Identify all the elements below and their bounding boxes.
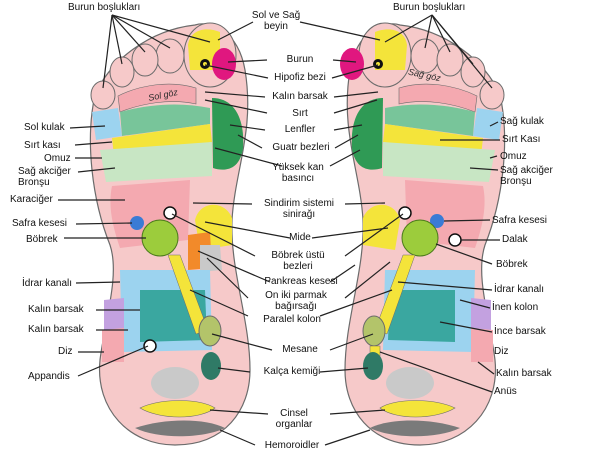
label-on-iki-parmak: On iki parmak bağırsağı — [265, 290, 327, 312]
label-pankreas-kesesi: Pankreas kesesi — [264, 276, 338, 287]
label-lenfler: Lenfler — [284, 124, 316, 135]
label-bobrek-ustu-bezleri: Böbrek üstü bezleri — [271, 250, 325, 272]
left-duodenum-zone — [200, 245, 222, 272]
left-toe-2 — [155, 38, 185, 74]
label-cinsel-organlar: Cinsel organlar — [275, 408, 313, 430]
left-toe-3 — [131, 43, 159, 77]
label-mide: Mide — [289, 232, 311, 243]
left-ear-zone — [92, 108, 122, 140]
label-diz-left: Diz — [58, 346, 73, 357]
right-spleen — [448, 233, 462, 247]
label-idrar-kanali-right: İdrar kanalı — [494, 284, 545, 295]
left-thyroid-zone — [212, 98, 244, 170]
label-mesane: Mesane — [282, 344, 318, 355]
left-nose-magenta — [212, 48, 236, 80]
left-adrenal — [163, 206, 177, 220]
label-kalin-barsak-right: Kalın barsak — [496, 368, 552, 379]
label-omuz-right: Omuz — [500, 151, 527, 162]
label-hipofiz-bezi: Hipofiz bezi — [274, 72, 326, 83]
label-kalca-kemigi: Kalça kemiği — [263, 366, 321, 377]
label-sirt-kasi-left: Sırt kası — [24, 140, 61, 151]
label-sol-kulak: Sol kulak — [24, 122, 65, 133]
label-sol-ve-sag-beyin: Sol ve Sağ beyin — [251, 10, 301, 32]
right-ear-zone — [473, 108, 503, 140]
left-bladder — [198, 315, 222, 347]
label-kalin-barsak-left1: Kalın barsak — [28, 304, 84, 315]
label-appandis: Appandis — [28, 371, 70, 382]
right-adrenal — [398, 206, 412, 220]
label-dalak: Dalak — [502, 234, 528, 245]
right-genital-zone — [379, 400, 456, 418]
left-upper-green — [120, 104, 210, 136]
right-knee-zone — [471, 328, 493, 362]
right-toe-4 — [460, 56, 486, 88]
label-safra-kesesi-right: Safra kesesi — [492, 215, 548, 226]
left-foot — [89, 22, 251, 446]
label-sag-akciger-right: Sağ akciğer Bronşu — [500, 165, 553, 187]
label-sindirim-sistemi: Sindirim sistemi sinirağı — [263, 198, 334, 220]
label-guatr-bezleri: Guatr bezleri — [272, 142, 330, 153]
right-stomach-zone — [363, 204, 400, 250]
label-paralel-kolon: Paralel kolon — [263, 314, 321, 325]
right-gallbladder — [430, 214, 444, 228]
label-sirt: Sırt — [292, 108, 308, 119]
leader-lines — [58, 14, 500, 446]
left-kidney — [141, 219, 179, 257]
left-gallbladder — [130, 216, 144, 230]
left-toe-5 — [90, 80, 116, 110]
left-hip — [201, 352, 221, 380]
label-burun-bosluklari-left: Burun boşlukları — [68, 2, 141, 13]
left-eye-band — [117, 83, 197, 113]
right-toe-3 — [436, 43, 464, 77]
right-bladder — [362, 315, 386, 347]
label-sag-akciger-left: Sağ akciğer Bronşu — [18, 166, 71, 188]
left-heel-grey — [151, 367, 199, 399]
label-diz-right: Diz — [494, 346, 509, 357]
label-yuksek-kan-basinci: Yüksek kan basıncı — [272, 162, 324, 184]
right-heel-grey — [386, 367, 434, 399]
right-upper-green — [385, 104, 475, 136]
label-karaciger: Karaciğer — [10, 194, 53, 205]
label-burun: Burun — [286, 54, 314, 65]
right-eye-band — [398, 83, 478, 113]
right-foot — [340, 22, 506, 446]
right-toe-5 — [479, 80, 505, 110]
label-idrar-kanali-left: İdrar kanalı — [22, 278, 73, 289]
label-safra-kesesi-left: Safra kesesi — [12, 218, 68, 229]
label-kalin-barsak-top: Kalın barsak — [272, 91, 328, 102]
left-hemorrhoid-zone — [135, 420, 225, 437]
right-kidney — [401, 219, 439, 257]
left-toe-4 — [109, 56, 135, 88]
label-hemoroidler: Hemoroidler — [264, 440, 320, 451]
label-bobrek-right: Böbrek — [496, 259, 528, 270]
right-hip — [363, 352, 383, 380]
label-anus: Anüs — [494, 386, 517, 397]
label-bobrek-left: Böbrek — [26, 234, 58, 245]
label-sirt-kasi-right: Sırt Kası — [502, 134, 541, 145]
label-sag-kulak: Sağ kulak — [500, 116, 544, 127]
right-colon-inner — [388, 290, 455, 342]
left-genital-zone — [139, 400, 216, 418]
right-hemorrhoid-zone — [370, 420, 460, 437]
label-ince-barsak: İnce barsak — [494, 326, 546, 337]
label-burun-bosluklari-right: Burun boşlukları — [393, 2, 466, 13]
label-omuz-left: Omuz — [44, 153, 71, 164]
left-appendix-dot — [143, 339, 157, 353]
left-knee-zone — [102, 328, 124, 362]
left-brain-yellow — [188, 29, 220, 70]
left-lung-zone — [100, 142, 212, 182]
right-lung-zone — [383, 142, 495, 182]
right-thyroid-zone — [351, 98, 383, 170]
right-nose-magenta — [340, 48, 364, 80]
right-brain-yellow — [375, 29, 407, 70]
label-kalin-barsak-left2: Kalın barsak — [28, 324, 84, 335]
label-inen-kolon: İnen kolon — [492, 302, 539, 313]
